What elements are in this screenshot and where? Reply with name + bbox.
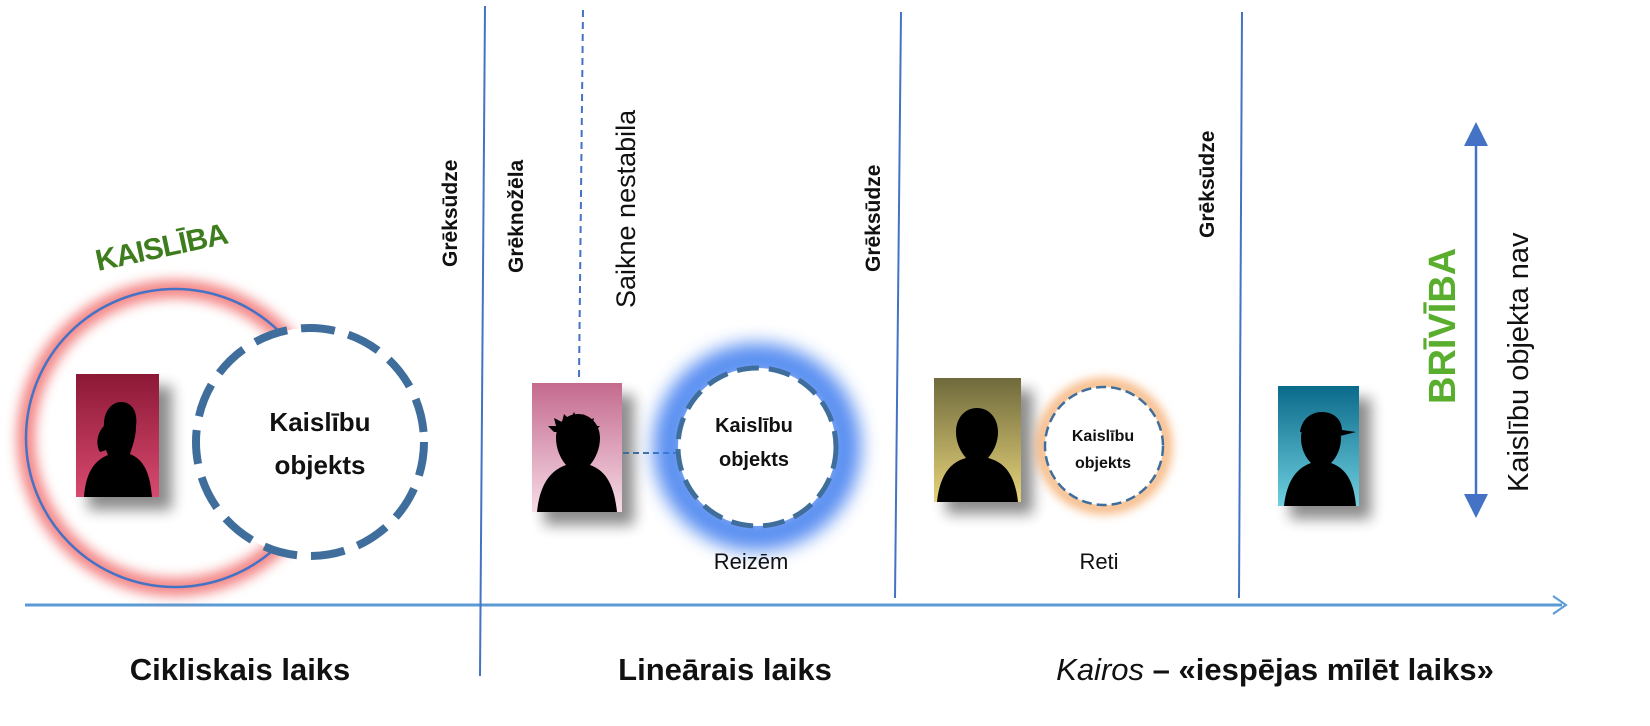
divider-3 <box>1238 11 1243 599</box>
large-object-label-1: Kaislību <box>269 407 370 437</box>
freedom-label: BRĪVĪBA <box>1422 248 1464 404</box>
medium-object-label-1: Kaislību <box>715 415 793 437</box>
small-object-label-1: Kaislību <box>1072 428 1134 445</box>
kairos-title: Kairos – «iespējas mīlēt laiks» <box>1056 652 1494 687</box>
divider-1 <box>479 5 486 677</box>
rarely-label: Reti <box>1079 549 1118 574</box>
contrition-label: Grēknožēla <box>505 159 528 273</box>
curly-hair-silhouette-icon <box>532 383 634 525</box>
cap-silhouette-icon <box>1278 386 1371 519</box>
divider-2 <box>894 11 902 599</box>
sometimes-label: Reizēm <box>714 549 789 574</box>
small-object-circle <box>1043 385 1165 507</box>
man-silhouette-icon <box>934 378 1033 514</box>
arrow-up-icon <box>1464 122 1488 146</box>
linear-time-title: Lineārais laiks <box>618 652 832 687</box>
medium-object-circle <box>675 365 839 529</box>
large-object-label-2: objekts <box>274 450 365 480</box>
unstable-link-label: Saikne nestabila <box>611 109 641 308</box>
unstable-link-dashed-line <box>578 9 584 379</box>
kairos-rest: – «iespējas mīlēt laiks» <box>1144 652 1494 687</box>
medium-object-label-2: objekts <box>719 449 789 471</box>
time-axis-arrow-icon <box>1552 595 1568 615</box>
no-object-label: Kaislību objekta nav <box>1503 232 1535 492</box>
passion-label: KAISLĪBA <box>93 218 231 278</box>
medium-object-glow <box>653 343 861 551</box>
large-object-circle <box>192 324 428 560</box>
woman-silhouette-icon <box>76 374 172 510</box>
small-object-label-2: objekts <box>1075 455 1131 472</box>
small-object-glow <box>1036 378 1172 514</box>
kairos-word: Kairos <box>1056 652 1144 687</box>
confession-label-2: Grēksūdze <box>862 165 885 272</box>
arrow-down-icon <box>1464 494 1488 518</box>
cyclic-time-title: Cikliskais laiks <box>130 652 351 687</box>
confession-label-1: Grēksūdze <box>439 160 462 267</box>
confession-label-3: Grēksūdze <box>1196 131 1219 238</box>
